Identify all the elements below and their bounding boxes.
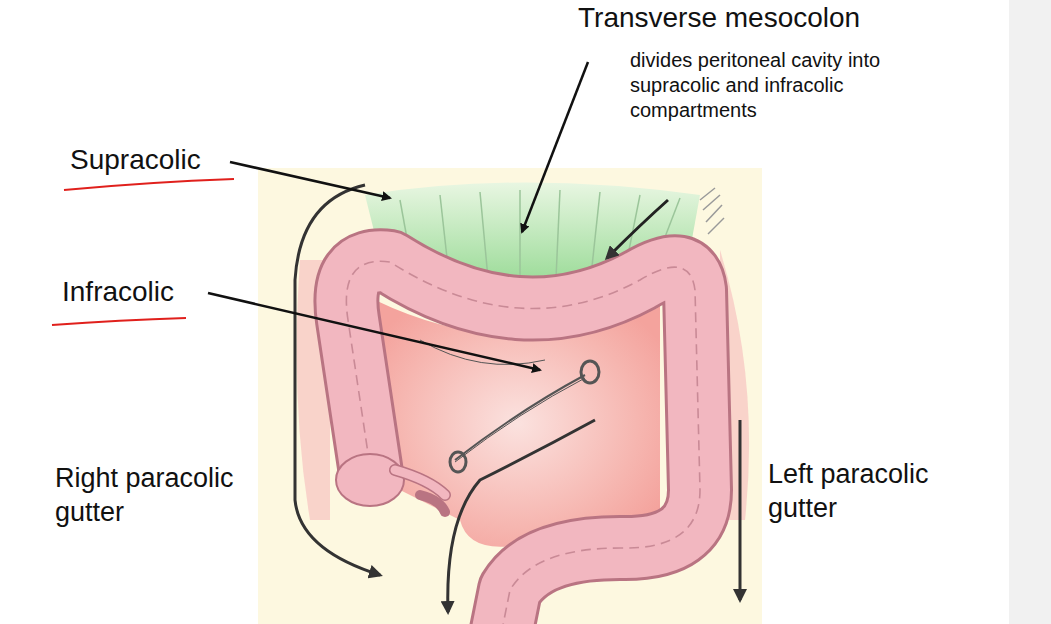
region-label: Infracolic <box>62 274 212 309</box>
gutter-label: Right paracolic gutter <box>55 462 270 530</box>
gutter-label: Left paracolic gutter <box>768 458 973 526</box>
region-label: Supracolic <box>70 142 230 177</box>
note-text: divides peritoneal cavity into supracoli… <box>630 48 950 123</box>
heading-label: Transverse mesocolon <box>578 0 908 35</box>
